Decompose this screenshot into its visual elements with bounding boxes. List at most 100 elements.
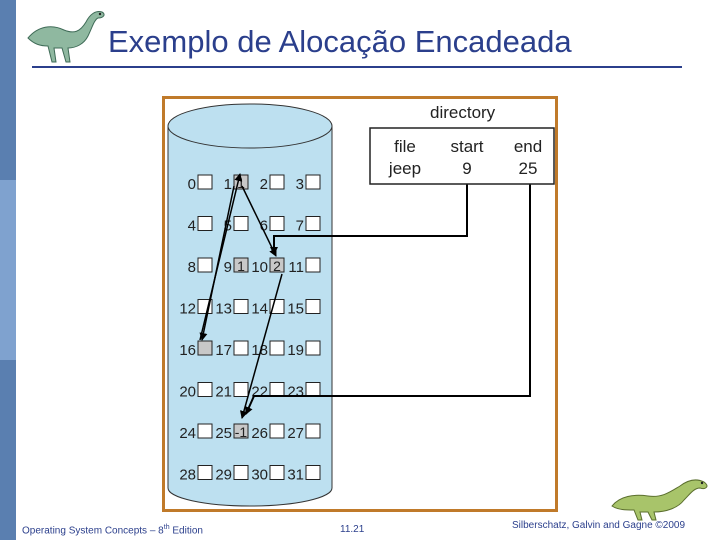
directory-header-file: file [394, 137, 416, 156]
block-number: 4 [188, 218, 196, 235]
disk-block-6: 6 [260, 216, 285, 235]
block-cell [233, 465, 249, 480]
disk-block-25: 25-1 [215, 423, 249, 442]
block-cell [197, 423, 213, 439]
block-number: 30 [251, 467, 268, 484]
block-number: 17 [215, 342, 232, 359]
chain-arrow-16-1 [199, 173, 243, 341]
disk-block-13: 13 [215, 299, 249, 318]
block-cell [305, 299, 321, 314]
disk-block-11: 11 [288, 257, 321, 276]
block-number: 26 [251, 425, 268, 442]
sidebar-accent-segment [0, 180, 16, 360]
block-cell [305, 174, 321, 190]
block-cell [305, 257, 321, 273]
block-number: 25 [215, 425, 232, 442]
block-number: 31 [287, 467, 304, 484]
chain-arrow-10-25 [240, 273, 283, 419]
block-number: 24 [179, 425, 196, 442]
dinosaur-icon [27, 11, 105, 63]
block-pointer-value: 1 [237, 175, 245, 191]
footer-left: Operating System Concepts – 8th Edition [22, 524, 203, 537]
disk-block-8: 8 [188, 257, 213, 276]
disk-block-2: 2 [260, 174, 285, 193]
linked-allocation-figure: 0112345678911021112131415161718192021222… [162, 96, 558, 512]
disk-block-27: 27 [287, 423, 321, 442]
block-number: 0 [188, 176, 196, 193]
disk-block-29: 29 [215, 465, 249, 484]
block-cell [305, 216, 321, 231]
chain-arrow-1-10 [241, 185, 277, 257]
disk-block-0: 0 [188, 174, 213, 193]
directory-entry-start: 9 [462, 159, 471, 178]
directory-header-start: start [450, 137, 483, 156]
block-number: 8 [188, 259, 196, 276]
block-pointer-value: 2 [273, 258, 281, 274]
block-cell [305, 465, 321, 480]
block-number: 23 [287, 384, 304, 401]
block-cell [197, 257, 213, 273]
block-number: 28 [179, 467, 196, 484]
disk-block-26: 26 [251, 423, 285, 442]
block-cell [305, 382, 321, 397]
disk-block-3: 3 [296, 174, 321, 193]
block-cell [269, 423, 285, 439]
disk-block-31: 31 [287, 465, 321, 484]
disk-block-4: 4 [188, 216, 213, 235]
dir-start-arrow [270, 184, 468, 255]
directory-header-end: end [514, 137, 542, 156]
block-cell [233, 299, 249, 314]
disk-block-7: 7 [296, 216, 321, 235]
block-cell [197, 465, 213, 480]
block-number: 1 [224, 176, 232, 193]
block-number: 13 [215, 301, 232, 318]
block-cell [305, 340, 321, 356]
block-number: 3 [296, 176, 304, 193]
disk-block-17: 17 [215, 340, 249, 359]
block-cell [197, 340, 213, 356]
block-cell [233, 216, 249, 231]
block-number: 29 [215, 467, 232, 484]
disk-block-28: 28 [179, 465, 213, 484]
block-cell [269, 340, 285, 356]
block-pointer-value: 1 [237, 258, 245, 274]
footer-page-number: 11.21 [340, 524, 365, 535]
block-cell [233, 423, 249, 439]
block-cell [269, 216, 285, 231]
block-cell [269, 174, 285, 190]
dir-end-arrow [245, 184, 531, 415]
disk-block-20: 20 [179, 382, 213, 401]
block-number: 18 [251, 342, 268, 359]
block-pointer-value: -1 [235, 424, 248, 440]
footer-right: Silberschatz, Galvin and Gagne ©2009 [512, 520, 686, 531]
block-cell [233, 340, 249, 356]
block-cell [305, 423, 321, 439]
block-number: 7 [296, 218, 304, 235]
directory-entry-end: 25 [519, 159, 538, 178]
block-number: 14 [251, 301, 268, 318]
block-number: 9 [224, 259, 232, 276]
block-number: 27 [287, 425, 304, 442]
block-number: 2 [260, 176, 268, 193]
block-cell [269, 465, 285, 480]
directory-entry-file: jeep [388, 159, 421, 178]
block-number: 15 [287, 301, 304, 318]
disk-block-30: 30 [251, 465, 285, 484]
disk-block-15: 15 [287, 299, 321, 318]
block-cell [197, 382, 213, 397]
block-number: 11 [288, 259, 304, 276]
block-number: 6 [260, 218, 268, 235]
disk-block-19: 19 [287, 340, 321, 359]
block-number: 12 [179, 301, 196, 318]
disk-block-18: 18 [251, 340, 285, 359]
block-number: 20 [179, 384, 196, 401]
disk-block-21: 21 [215, 382, 249, 401]
pointer-arrows [199, 173, 531, 419]
block-number: 21 [215, 384, 232, 401]
directory-label: directory [430, 103, 496, 122]
block-cell [233, 382, 249, 397]
block-cell [197, 174, 213, 190]
directory-table [369, 127, 555, 185]
